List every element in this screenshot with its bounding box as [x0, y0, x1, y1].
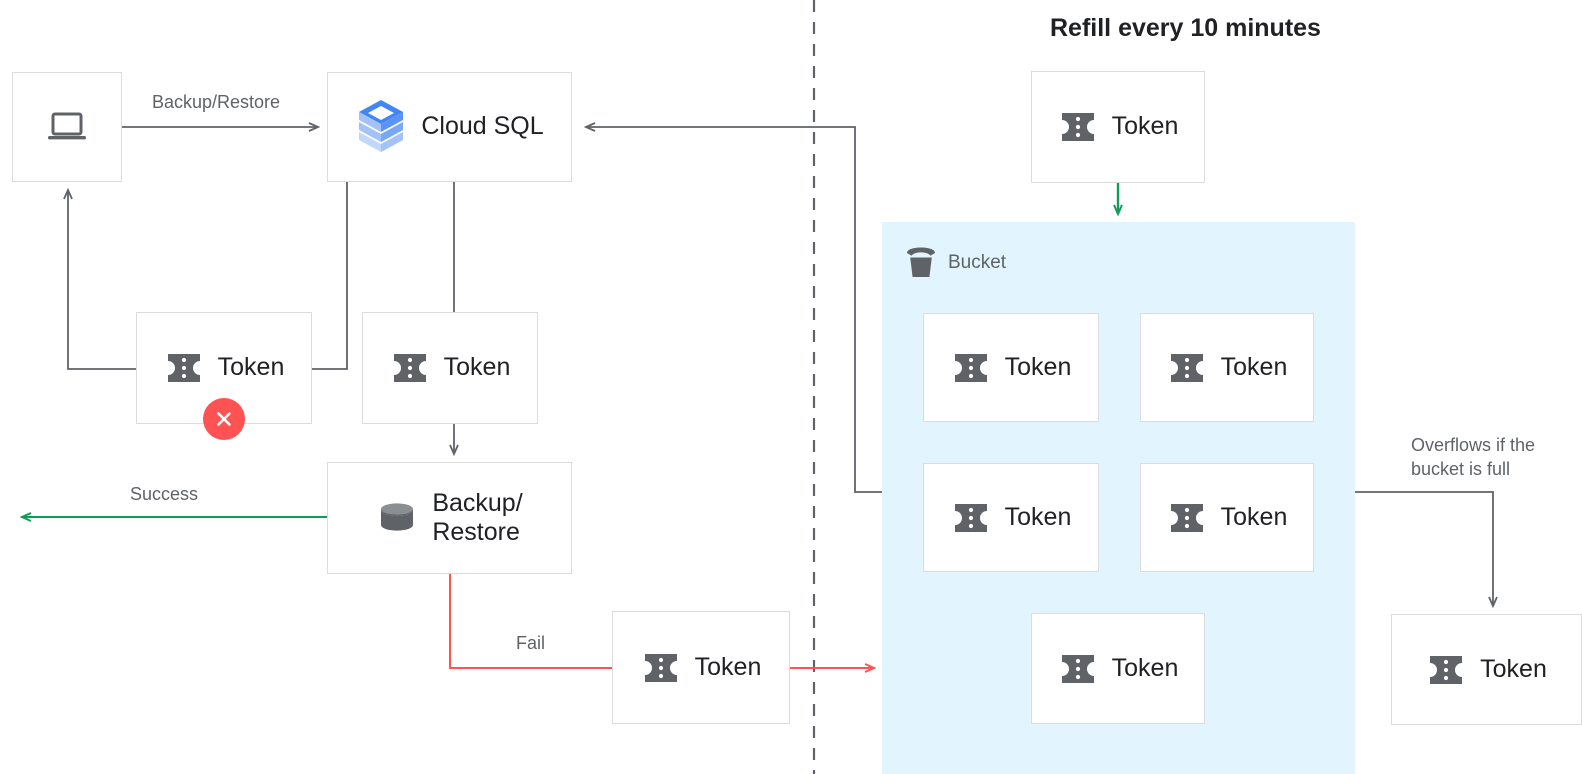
edge-label-backup-restore: Backup/Restore — [152, 92, 281, 112]
node-token-bucket-4[interactable]: Token — [1140, 463, 1314, 572]
node-label: Cloud SQL — [421, 112, 544, 141]
token-icon — [641, 652, 681, 684]
node-label: Token — [1004, 502, 1072, 531]
node-label: Token — [1004, 352, 1072, 381]
wire-bucket-overflow — [1355, 491, 1493, 606]
node-token-refill[interactable]: Token — [1031, 71, 1205, 183]
node-label: Token — [1480, 654, 1547, 683]
node-label: Token — [694, 652, 762, 681]
node-label: Token — [1111, 653, 1179, 682]
wire-cloudsql-to-token-failed — [312, 182, 348, 370]
page-title: Refill every 10 minutes — [1050, 14, 1321, 42]
laptop-icon — [46, 110, 88, 144]
node-token-bucket-2[interactable]: Token — [1140, 313, 1314, 422]
node-token-retry[interactable]: Token — [612, 611, 790, 724]
node-label: Token — [1220, 502, 1288, 531]
token-icon — [164, 352, 204, 384]
node-cloud-sql[interactable]: Cloud SQL — [327, 72, 572, 182]
node-client[interactable] — [12, 72, 122, 182]
edge-label-success: Success — [130, 484, 199, 504]
wire-token-failed-to-client — [68, 190, 136, 370]
close-icon — [213, 408, 235, 430]
error-badge — [203, 398, 245, 440]
node-label: Token — [1111, 112, 1179, 141]
node-token-request[interactable]: Token — [362, 312, 538, 424]
cloud-sql-icon — [355, 98, 407, 156]
node-token-bucket-1[interactable]: Token — [923, 313, 1099, 422]
node-label: Backup/ Restore — [432, 488, 523, 547]
bucket-label: Bucket — [948, 252, 1007, 273]
token-icon — [951, 352, 991, 384]
token-icon — [1167, 502, 1207, 534]
bucket-header: Bucket — [904, 247, 1006, 279]
token-icon — [1167, 352, 1207, 384]
edge-label-overflow: Overflows if the bucket is full — [1411, 435, 1536, 479]
node-label: Token — [443, 353, 511, 382]
database-icon — [376, 501, 418, 535]
edge-label-fail: Fail — [516, 633, 546, 653]
token-icon — [951, 502, 991, 534]
node-label: Token — [217, 353, 285, 382]
token-icon — [1426, 654, 1466, 686]
node-token-overflow[interactable]: Token — [1391, 614, 1582, 725]
token-icon — [1058, 653, 1098, 685]
token-icon — [390, 352, 430, 384]
node-token-bucket-3[interactable]: Token — [923, 463, 1099, 572]
node-backup-restore[interactable]: Backup/ Restore — [327, 462, 572, 574]
bucket-icon — [904, 247, 938, 279]
node-token-bucket-5[interactable]: Token — [1031, 613, 1205, 724]
node-label: Token — [1220, 352, 1288, 381]
wire-bucket-to-cloudsql — [586, 127, 882, 493]
token-icon — [1058, 111, 1098, 143]
